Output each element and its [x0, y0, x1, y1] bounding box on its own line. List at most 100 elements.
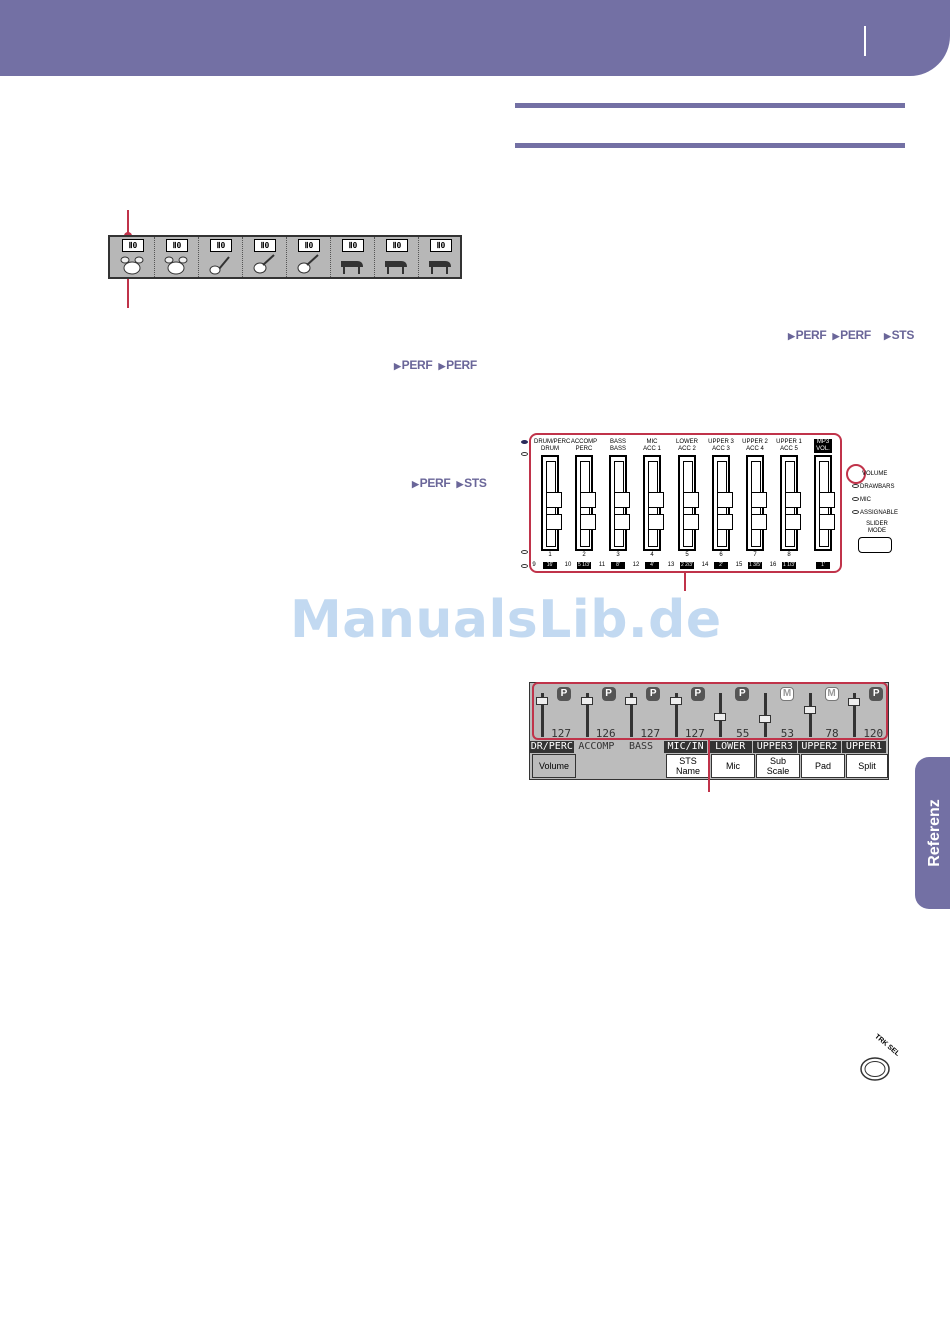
slider-fader[interactable]	[814, 455, 835, 551]
callout-circle-volume	[846, 464, 866, 484]
slider-mode-button[interactable]	[858, 537, 892, 553]
channel-volume-value: 120	[863, 727, 884, 740]
mixer-channel[interactable]: P 126	[575, 683, 619, 741]
guitar-icon	[253, 254, 275, 274]
track-mode-indicator: Ⅱ0	[166, 239, 188, 252]
mode-led-mic	[852, 497, 859, 501]
mute-badge[interactable]: M	[780, 687, 794, 701]
mute-badge[interactable]: M	[824, 687, 839, 701]
fader-slot	[751, 461, 767, 547]
track-cell[interactable]: Ⅱ0	[198, 237, 243, 277]
display-button[interactable]: Pad	[801, 754, 845, 778]
side-tab-referenz[interactable]: Referenz	[915, 757, 950, 909]
fader-knob	[546, 492, 562, 508]
track-cell[interactable]: Ⅱ0	[110, 237, 155, 277]
play-badge[interactable]: P	[601, 687, 616, 701]
panel-led-top	[521, 440, 528, 444]
channel-fader-knob[interactable]	[669, 697, 682, 705]
channel-fader-knob[interactable]	[536, 697, 548, 705]
fader-knob	[717, 492, 733, 508]
slider-fader[interactable]	[575, 455, 596, 551]
display-button[interactable]: Volume	[532, 754, 576, 778]
fader-knob	[614, 514, 630, 530]
play-badge[interactable]: P	[690, 687, 705, 701]
slider-sub-number: 16	[769, 562, 777, 568]
header-divider	[864, 26, 866, 56]
track-cell[interactable]: Ⅱ0	[242, 237, 287, 277]
play-badge[interactable]: P	[869, 687, 884, 701]
slider-fader[interactable]	[746, 455, 767, 551]
side-tab-label: Referenz	[926, 799, 944, 867]
fader-slot	[580, 461, 596, 547]
track-cell[interactable]: Ⅱ0	[374, 237, 419, 277]
play-badge[interactable]: P	[557, 687, 571, 701]
slider-fader[interactable]	[541, 455, 562, 551]
slider-sub-number: 13	[667, 562, 675, 568]
channel-fader-knob[interactable]	[759, 715, 771, 723]
play-badge[interactable]: P	[735, 687, 750, 701]
mode-led-drawbars	[852, 484, 859, 488]
drum-icon	[164, 256, 188, 275]
drawbar-footage-badge: 1 3/5'	[748, 562, 762, 569]
channel-fader-track	[630, 693, 634, 737]
channel-fader-knob[interactable]	[714, 713, 727, 721]
mode-led-assignable	[852, 510, 859, 514]
track-cell[interactable]: Ⅱ0	[330, 237, 375, 277]
callout-line-panel	[684, 573, 686, 591]
display-button[interactable]: Split	[846, 754, 888, 778]
channel-label: BASS	[619, 741, 663, 753]
trk-sel-button[interactable]: TRK SEL	[858, 1033, 901, 1084]
mixer-channel[interactable]: P 55	[708, 683, 752, 741]
display-button[interactable]: Mic	[711, 754, 755, 778]
display-highlight	[532, 682, 888, 740]
slider-fader[interactable]	[643, 455, 664, 551]
slider-sub-number: 12	[632, 562, 640, 568]
slider-fader[interactable]	[780, 455, 801, 551]
slider-fader[interactable]	[609, 455, 630, 551]
channel-volume-value: 55	[736, 727, 750, 740]
channel-label: UPPER1	[842, 741, 886, 753]
track-mode-indicator: Ⅱ0	[254, 239, 276, 252]
channel-label: LOWER	[708, 741, 752, 753]
drawbar-footage-badge: 4'	[645, 562, 659, 569]
mode-mic-label: MIC	[860, 497, 871, 503]
play-badge[interactable]: P	[646, 687, 661, 701]
perf-tags-left-2: ▶PERF ▶STS	[412, 476, 487, 490]
slider-sub-number: 9	[532, 562, 536, 568]
piano-icon	[385, 261, 407, 274]
slider-fader[interactable]	[678, 455, 699, 551]
channel-fader-knob[interactable]	[848, 698, 861, 706]
channel-volume-value: 126	[595, 727, 616, 740]
track-cell[interactable]: Ⅱ0	[418, 237, 462, 277]
panel-led-top-2	[521, 452, 528, 456]
channel-fader-knob[interactable]	[580, 697, 593, 705]
mixer-channel[interactable]: P 120	[842, 683, 886, 741]
channel-fader-knob[interactable]	[803, 706, 816, 714]
drawbar-footage-badge: 8'	[611, 562, 625, 569]
track-cell[interactable]: Ⅱ0	[286, 237, 331, 277]
drawbar-footage-badge: 5 1/3'	[577, 562, 591, 569]
slider-fader[interactable]	[712, 455, 733, 551]
drawbar-footage-badge: 1 1/3'	[782, 562, 796, 569]
track-cell[interactable]: Ⅱ0	[154, 237, 199, 277]
fader-knob	[751, 492, 767, 508]
fader-slot	[683, 461, 699, 547]
channel-fader-track	[674, 693, 678, 737]
drawbar-footage-badge: 16'	[543, 562, 557, 569]
channel-fader-knob[interactable]	[625, 697, 638, 705]
guitar-icon	[297, 254, 319, 274]
piano-icon	[429, 261, 451, 274]
slider-number: 2	[582, 552, 586, 558]
